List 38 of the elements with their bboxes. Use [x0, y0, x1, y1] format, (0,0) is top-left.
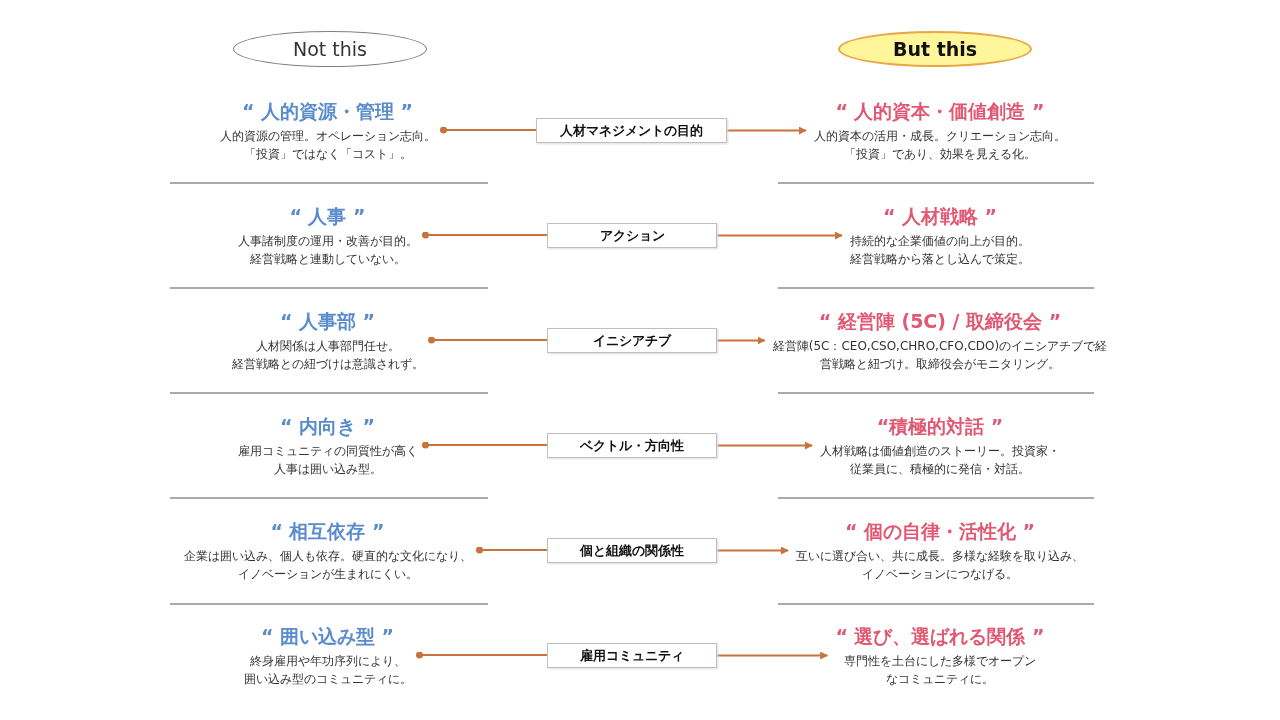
heading-text: “ 選び、選ばれる関係 ” [834, 623, 1046, 649]
description-text: 専門性を土台にした多様でオープンなコミュニティに。 [843, 652, 1037, 688]
heading-text: “ 人材戦略 ” [881, 203, 999, 229]
heading-text: “ 内向き ” [278, 413, 377, 439]
description-text: 雇用コミュニティの同質性が高く人事は囲い込み型。 [236, 442, 419, 478]
heading-text: “ 人的資源・管理 ” [240, 98, 415, 124]
category-box: アクション [547, 223, 717, 248]
description-text: 互いに選び合い、共に成長。多様な経験を取り込み、イノベーションにつなげる。 [795, 547, 1085, 583]
connector-arrow [716, 441, 813, 450]
heading-text: “ 経営陣 (5C) / 取締役会 ” [817, 308, 1063, 334]
heading-text: “ 人事 ” [288, 203, 367, 229]
connector-arrow [716, 336, 766, 345]
heading-text: “ 相互依存 ” [269, 518, 386, 544]
column-header-ellipse: Not this [233, 31, 427, 67]
heading-text: “ 人事部 ” [278, 308, 377, 334]
heading-text: “ 個の自律・活性化 ” [843, 518, 1037, 544]
connector-arrow [716, 651, 829, 660]
description-text: 人材戦略は価値創造のストーリー。投資家・従業員に、積極的に発信・対話。 [819, 442, 1061, 478]
description-text: 人的資本の活用・成長。クリエーション志向。「投資」であり、効果を見える化。 [813, 127, 1067, 163]
description-text: 持続的な企業価値の向上が目的。経営戦略から落とし込んで策定。 [849, 232, 1031, 268]
description-text: 経営陣(5C：CEO,CSO,CHRO,CFO,CDO)のイニシアチブで経営戦略と紐づけ。取締役会がモニタリング。 [771, 337, 1109, 373]
category-box: 雇用コミュニティ [547, 643, 717, 668]
connector-arrow [716, 546, 789, 555]
description-text: 人材関係は人事部門任せ。経営戦略との紐づけは意識されず。 [230, 337, 425, 373]
category-box: ベクトル・方向性 [547, 433, 717, 458]
description-text: 終身雇用や年功序列により、囲い込み型のコミュニティに。 [242, 652, 413, 688]
description-text: 人事諸制度の運用・改善が目的。経営戦略と連動していない。 [236, 232, 419, 268]
category-box: 個と組織の関係性 [547, 538, 717, 563]
heading-text: “ 人的資本・価値創造 ” [834, 98, 1046, 124]
column-header-ellipse: But this [838, 31, 1032, 67]
connector-arrow [726, 126, 807, 135]
category-box: 人材マネジメントの目的 [536, 118, 727, 143]
heading-text: “積極的対話 ” [875, 413, 1005, 439]
description-text: 企業は囲い込み、個人も依存。硬直的な文化になり、イノベーションが生まれにくい。 [182, 547, 473, 583]
description-text: 人的資源の管理。オペレーション志向。「投資」ではなく「コスト」。 [218, 127, 437, 163]
connector-arrow [716, 231, 843, 240]
heading-text: “ 囲い込み型 ” [259, 623, 396, 649]
category-box: イニシアチブ [547, 328, 717, 353]
